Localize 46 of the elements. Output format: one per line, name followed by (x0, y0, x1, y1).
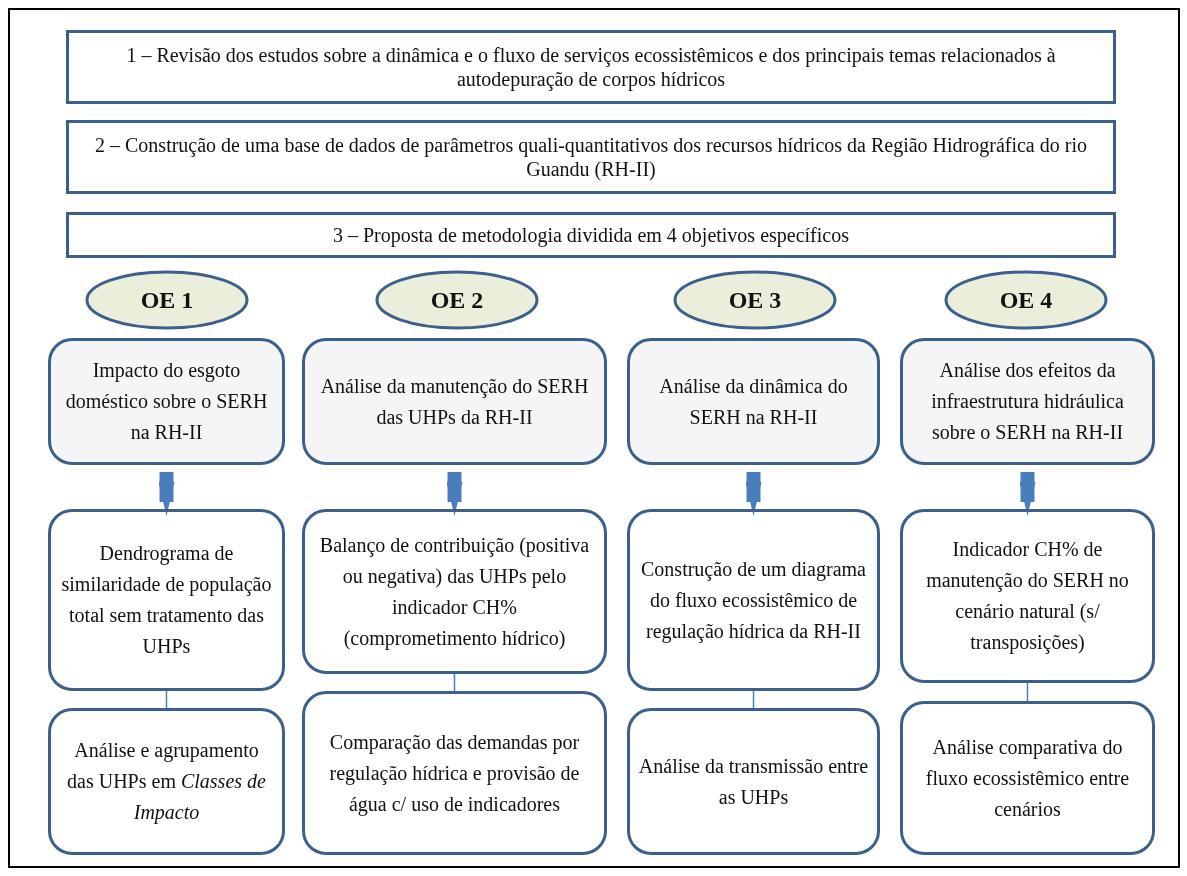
node-text: Análise da dinâmica do SERH na RH-II (658, 373, 849, 430)
node-text: Dendrograma de similaridade de população total sem tratamento das UHPs (60, 541, 273, 659)
objective-ellipse (375, 270, 539, 330)
node-text: Indicador CH% de manutenção do SERH no cenário natural (s/ transposições) (925, 537, 1130, 656)
objective-ellipse (944, 270, 1108, 330)
block-arrow (1019, 472, 1036, 516)
node-text: Análise comparativa do fluxo ecossistêmico entre cenários (924, 734, 1131, 822)
process-box (900, 338, 1155, 465)
connector-line (165, 690, 168, 709)
step-box (66, 212, 1116, 258)
process-box (627, 338, 880, 465)
block-arrow (745, 472, 762, 516)
connector-line (752, 690, 755, 709)
process-box (627, 509, 880, 691)
node-text: Análise e agrupamento das UHPs em Classes de Impacto (66, 738, 267, 826)
process-box (48, 509, 285, 691)
objective-ellipse (673, 270, 837, 330)
node-text: 2 – Construção de uma base de dados de parâmetros quali-quantitativos dos recursos hídricos da Região Hidrográfica do rio Guandu (RH-II) (94, 133, 1088, 181)
node-text: OE 2 (430, 286, 484, 314)
node-text: Balanço de contribuição (positiva ou negativa) das UHPs pelo indicador CH% (comprometimento hídrico) (318, 532, 591, 652)
node-text: 3 – Proposta de metodologia dividida em 4 objetivos específicos (333, 223, 849, 247)
node-text: Análise da manutenção do SERH das UHPs da RH-II (319, 373, 590, 430)
process-box (302, 509, 607, 674)
step-box (66, 30, 1116, 104)
block-arrow (158, 472, 175, 516)
process-box (900, 509, 1155, 683)
process-box (48, 708, 285, 855)
node-text: Comparação das demandas por regulação hídrica e provisão de água c/ uso de indicadores (328, 729, 581, 818)
process-box (900, 701, 1155, 855)
objective-ellipse (85, 270, 249, 330)
node-text: Impacto do esgoto doméstico sobre o SERH na RH-II (64, 358, 269, 445)
node-text: Análise dos efeitos da infraestrutura hidráulica sobre o SERH na RH-II (930, 358, 1125, 445)
node-text: OE 1 (140, 286, 194, 314)
node-text: 1 – Revisão dos estudos sobre a dinâmica e o fluxo de serviços ecossistêmicos e dos principais temas relacionados à autodepuração de corpos hídricos (125, 43, 1057, 91)
process-box (627, 708, 880, 855)
process-box (48, 338, 285, 465)
node-text: OE 3 (728, 286, 782, 314)
process-box (302, 691, 607, 855)
node-text: OE 4 (999, 286, 1053, 314)
node-text: Análise da transmissão entre as UHPs (638, 753, 869, 810)
step-box (66, 120, 1116, 194)
connector-line (1026, 682, 1029, 702)
process-box (302, 338, 607, 465)
node-text: Construção de um diagrama do fluxo ecossistêmico de regulação hídrica da RH-II (640, 556, 867, 645)
connector-line (453, 673, 456, 692)
block-arrow (446, 472, 463, 516)
